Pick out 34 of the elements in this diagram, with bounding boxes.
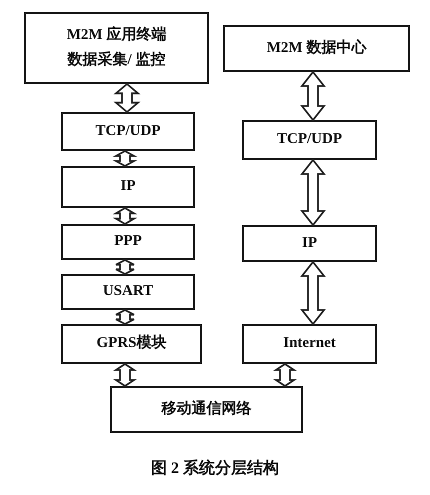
layer-box <box>61 166 195 208</box>
box-label: 数据采集/ 监控 <box>68 50 166 70</box>
box-label: IP <box>302 234 317 253</box>
double-arrow <box>113 362 137 388</box>
box-label: M2M 应用终端 <box>66 25 166 44</box>
figure-caption: 图 2 系统分层结构 <box>150 458 280 479</box>
layer-box <box>242 225 377 262</box>
layer-box <box>242 324 377 364</box>
layer-box <box>61 112 195 151</box>
double-arrow <box>273 362 297 388</box>
box-label: PPP <box>114 232 142 252</box>
box-label: USART <box>102 282 154 302</box>
layer-box <box>61 324 202 364</box>
box-label: 移动通信网络 <box>162 399 252 419</box>
double-arrow <box>115 308 135 326</box>
layer-box <box>61 274 195 310</box>
double-arrow <box>300 260 326 326</box>
double-arrow <box>115 258 135 276</box>
double-arrow <box>300 70 326 122</box>
box-label: TCP/UDP <box>96 122 160 141</box>
double-arrow <box>300 158 326 226</box>
double-arrow <box>114 82 140 114</box>
box-label: M2M 数据中心 <box>266 38 366 58</box>
network-box <box>110 386 303 433</box>
double-arrow <box>112 150 138 168</box>
double-arrow <box>112 206 138 226</box>
data-center-box <box>223 25 410 72</box>
box-label: IP <box>120 177 136 196</box>
layer-box <box>242 120 377 160</box>
box-label: Internet <box>283 334 336 354</box>
terminal-box <box>24 12 209 84</box>
box-label: TCP/UDP <box>277 130 342 150</box>
layer-box <box>61 224 195 260</box>
box-label: GPRS模块 <box>96 333 166 354</box>
